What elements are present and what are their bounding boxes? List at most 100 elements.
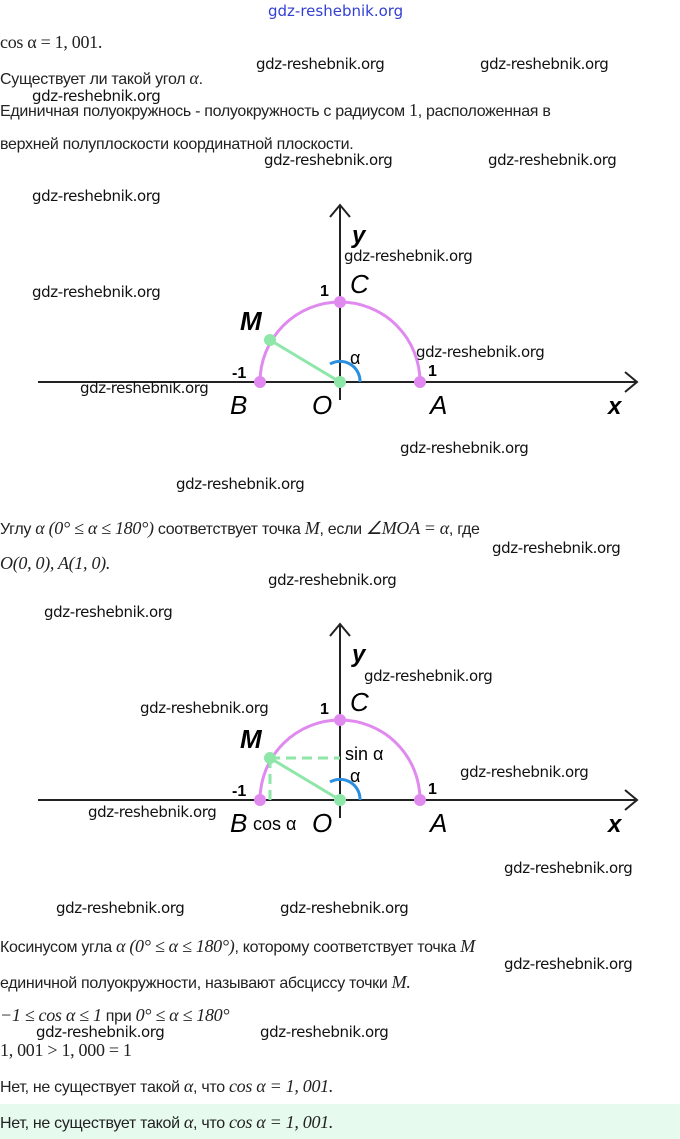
- watermark: gdz-reshebnik.org: [44, 603, 173, 621]
- math: cos α = 1, 001.: [228, 1112, 334, 1132]
- given-equation: cos α = 1, 001.: [0, 32, 103, 52]
- point-m: [264, 752, 276, 764]
- watermark: gdz-reshebnik.org: [56, 899, 185, 917]
- watermark: gdz-reshebnik.org: [364, 667, 493, 685]
- definition-line-1: Единичная полуокружнось - полуокружность…: [0, 100, 551, 121]
- label-one-x: 1: [428, 363, 437, 380]
- cosine-definition-2: единичной полуокружности, называют абсци…: [0, 972, 411, 993]
- label-minus-one: -1: [232, 365, 246, 382]
- text: , что: [193, 1115, 229, 1132]
- text: , где: [448, 521, 480, 538]
- math: 0° ≤ α ≤ 180°: [135, 1005, 230, 1025]
- label-alpha: α: [350, 766, 360, 786]
- label-one-x: 1: [428, 781, 437, 798]
- label-one-y: 1: [320, 283, 329, 300]
- text: , которому соответствует точка: [234, 939, 461, 956]
- label-a: A: [428, 390, 447, 420]
- label-cos-alpha: cos α: [253, 814, 296, 834]
- math: α: [189, 68, 199, 88]
- math: 1: [409, 100, 418, 120]
- watermark: gdz-reshebnik.org: [268, 571, 397, 589]
- text: , расположенная в: [417, 103, 551, 120]
- watermark: gdz-reshebnik.org: [32, 187, 161, 205]
- label-x: x: [606, 393, 623, 420]
- cosine-range: −1 ≤ cos α ≤ 1 при 0° ≤ α ≤ 180°: [0, 1005, 230, 1026]
- label-y: y: [351, 641, 367, 668]
- math: α: [183, 1112, 194, 1132]
- label-b: B: [230, 808, 247, 838]
- math: M: [304, 518, 320, 538]
- watermark: gdz-reshebnik.org: [344, 247, 473, 265]
- watermark: gdz-reshebnik.org: [80, 379, 209, 397]
- comparison: 1, 001 > 1, 000 = 1: [0, 1040, 132, 1060]
- watermark: gdz-reshebnik.org: [480, 55, 609, 73]
- watermark: gdz-reshebnik.org: [504, 955, 633, 973]
- label-m: M: [240, 724, 263, 754]
- math: α (0° ≤ α ≤ 180°): [35, 518, 154, 538]
- text: соответствует точка: [153, 521, 305, 538]
- point-c: [334, 714, 346, 726]
- watermark: gdz-reshebnik.org: [176, 475, 305, 493]
- semicircle-diagram-1: y x 1 C M α -1 1 B O A: [38, 203, 639, 420]
- header-watermark[interactable]: gdz-reshebnik.org: [268, 2, 404, 20]
- point-a: [414, 376, 426, 388]
- radius-om: [269, 338, 341, 384]
- text: единичной полуокружности, называют абсци…: [0, 975, 392, 992]
- math: α (0° ≤ α ≤ 180°): [116, 936, 235, 956]
- text: Единичная полуокружнось - полуокружность…: [0, 103, 409, 120]
- math: M: [460, 936, 475, 956]
- watermark: gdz-reshebnik.org: [416, 343, 545, 361]
- watermark: gdz-reshebnik.org: [492, 539, 621, 557]
- watermark: gdz-reshebnik.org: [32, 283, 161, 301]
- text: , если: [319, 521, 366, 538]
- point-b: [254, 794, 266, 806]
- angle-arc: [329, 359, 362, 383]
- watermark: gdz-reshebnik.org: [260, 1023, 389, 1041]
- angle-arc: [329, 777, 362, 801]
- text: Нет, не существует такой: [0, 1115, 184, 1132]
- label-sin-alpha: sin α: [345, 744, 383, 764]
- label-y: y: [351, 222, 367, 249]
- text: при: [101, 1008, 136, 1025]
- label-c: C: [350, 687, 369, 717]
- point-b: [254, 376, 266, 388]
- watermark: gdz-reshebnik.org: [400, 439, 529, 457]
- label-x: x: [606, 811, 623, 838]
- correspondence-line: Углу α (0° ≤ α ≤ 180°) соответствует точ…: [0, 518, 480, 539]
- point-o: [334, 794, 346, 806]
- watermark: gdz-reshebnik.org: [32, 87, 161, 105]
- label-m: M: [240, 306, 263, 336]
- math: cos α = 1, 001.: [228, 1076, 334, 1096]
- definition-line-2: верхней полуплоскости координатной плоск…: [0, 136, 354, 153]
- label-one-y: 1: [320, 701, 329, 718]
- label-minus-one: -1: [232, 783, 246, 800]
- math: M.: [391, 972, 411, 992]
- point-o: [334, 376, 346, 388]
- watermark: gdz-reshebnik.org: [504, 859, 633, 877]
- points-line: O(0, 0), A(1, 0).: [0, 553, 111, 573]
- watermark: gdz-reshebnik.org: [140, 699, 269, 717]
- semicircle-diagram-2: y x 1 C M sin α α -1 1 B cos α O A: [38, 622, 639, 838]
- label-alpha: α: [350, 348, 360, 368]
- watermark: gdz-reshebnik.org: [256, 55, 385, 73]
- cosine-definition-1: Косинусом угла α (0° ≤ α ≤ 180°), которо…: [0, 936, 475, 957]
- answer-box: Нет, не существует такой α, что cos α = …: [0, 1104, 680, 1139]
- text: Нет, не существует такой: [0, 1079, 184, 1096]
- watermark: gdz-reshebnik.org: [460, 763, 589, 781]
- conclusion: Нет, не существует такой α, что cos α = …: [0, 1076, 333, 1097]
- radius-om: [269, 756, 341, 802]
- watermark: gdz-reshebnik.org: [36, 1023, 165, 1041]
- label-o: O: [312, 390, 332, 420]
- text: Косинусом угла: [0, 939, 117, 956]
- watermark: gdz-reshebnik.org: [264, 151, 393, 169]
- math: −1 ≤ cos α ≤ 1: [0, 1005, 102, 1025]
- label-o: O: [312, 808, 332, 838]
- label-c: C: [350, 269, 369, 299]
- math: ∠MOA = α: [365, 518, 449, 538]
- text: Углу: [0, 521, 36, 538]
- text: , что: [193, 1079, 229, 1096]
- text: Существует ли такой угол: [0, 71, 190, 88]
- point-a: [414, 794, 426, 806]
- label-a: A: [428, 808, 447, 838]
